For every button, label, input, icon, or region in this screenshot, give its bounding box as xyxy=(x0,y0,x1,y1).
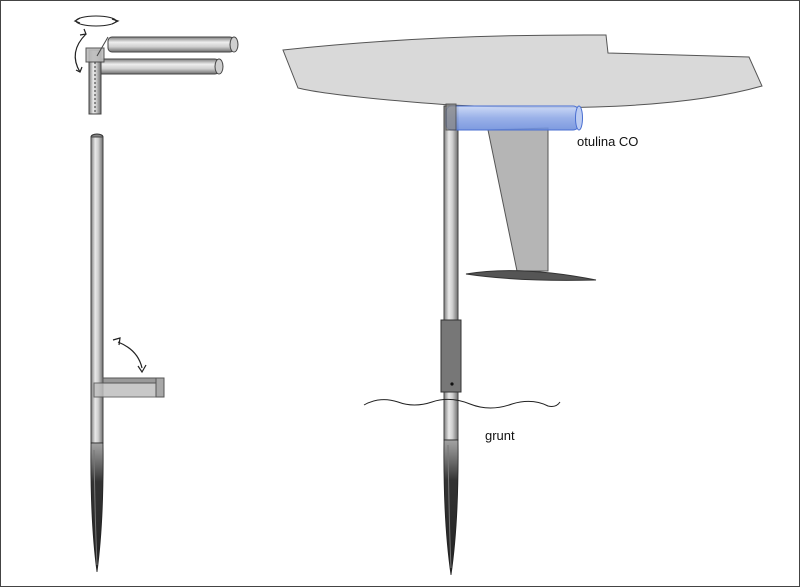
keel-bulb xyxy=(465,270,597,281)
right-pole xyxy=(440,105,462,576)
right-assembly xyxy=(282,34,763,576)
ground-label: grunt xyxy=(485,428,515,443)
ground-line xyxy=(363,398,561,409)
boat-hull xyxy=(282,34,763,109)
left-pole xyxy=(90,133,104,573)
rotate-arrow-icon xyxy=(73,15,120,27)
rotate-arrow-icon xyxy=(74,28,87,73)
curved-arrow-icon xyxy=(112,337,147,374)
hull-cover xyxy=(445,103,583,131)
hull-cover-label: otulina CO xyxy=(577,134,638,149)
top-fitting xyxy=(85,36,239,115)
keel-fin xyxy=(487,127,549,272)
left-bracket xyxy=(93,377,165,398)
left-assembly xyxy=(73,15,239,573)
